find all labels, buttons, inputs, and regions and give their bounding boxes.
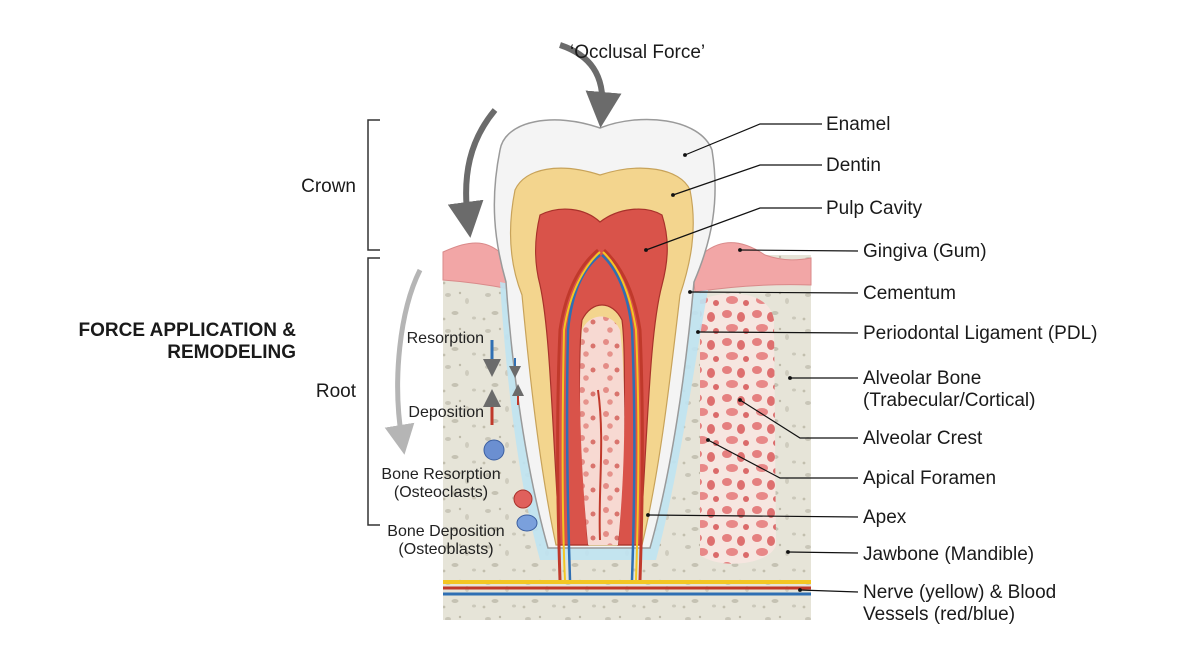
crown-bracket [367, 119, 380, 251]
label-dentin: Dentin [826, 155, 881, 176]
deposition-label: Deposition [408, 404, 484, 421]
resorption-label: Resorption [406, 330, 484, 347]
crown-label: Crown [301, 176, 356, 197]
root-bracket [367, 257, 380, 526]
label-periodontal-ligament: Periodontal Ligament (PDL) [863, 323, 1098, 344]
leader-lines [644, 123, 859, 593]
label-gingiva: Gingiva (Gum) [863, 241, 987, 262]
label-alveolar-bone: Alveolar Bone (Trabecular/Cortical) [863, 368, 1036, 411]
label-apex: Apex [863, 507, 907, 528]
label-enamel: Enamel [826, 114, 891, 135]
remodeling-arrow [384, 268, 423, 455]
label-jawbone: Jawbone (Mandible) [863, 544, 1035, 565]
label-alveolar-crest: Alveolar Crest [863, 428, 983, 449]
osteoclast-cell [483, 439, 505, 461]
force-arrow-side [447, 108, 498, 238]
label-cementum: Cementum [863, 283, 956, 304]
label-nerve-blood-vessels: Nerve (yellow) & Blood Vessels (red/blue… [863, 582, 1057, 625]
root-label: Root [315, 381, 356, 402]
bone-resorption-label: Bone Resorption (Osteoclasts) [381, 466, 501, 501]
occlusal-force-label: ‘Occlusal Force’ [570, 42, 706, 63]
bone-deposition-label: Bone Deposition (Osteoblasts) [387, 523, 505, 558]
gingiva-right [691, 242, 812, 293]
alveolar-bone-trabecular [700, 293, 776, 564]
osteoblast-cell [516, 514, 538, 532]
occlusal-force-arrow [559, 42, 622, 128]
label-apical-foramen: Apical Foramen [863, 468, 997, 489]
label-pulp-cavity: Pulp Cavity [826, 198, 923, 219]
force-application-title: FORCE APPLICATION & REMODELING [78, 320, 296, 363]
root-core [580, 316, 625, 545]
